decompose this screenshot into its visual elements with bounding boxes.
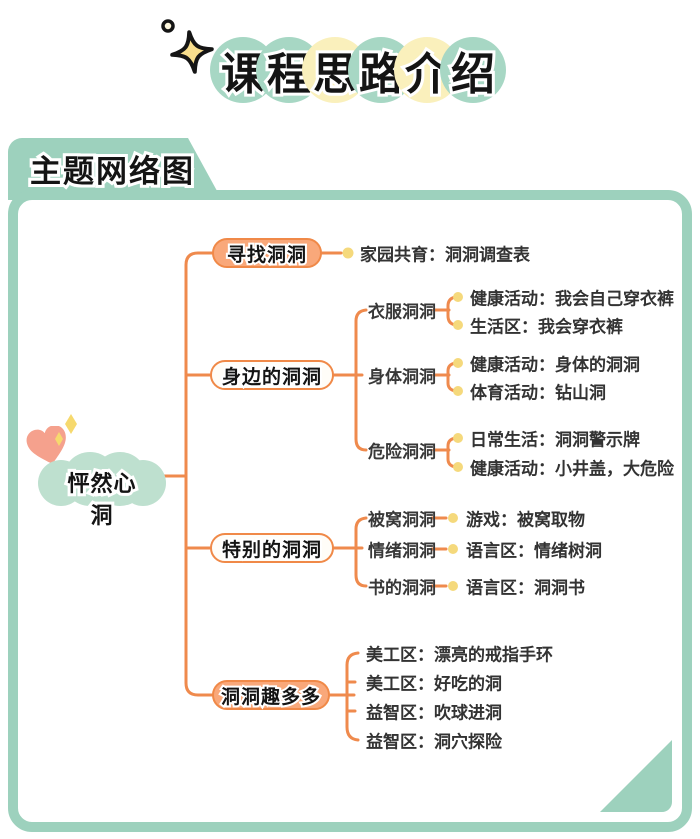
sub-node: 书的洞洞: [368, 578, 436, 599]
section-tab-slant: [188, 138, 222, 200]
leaf-item: 日常生活：洞洞警示牌: [470, 430, 640, 451]
branch-node-1: 寻找洞洞: [212, 238, 322, 268]
branch-node-2: 身边的洞洞: [210, 360, 334, 390]
folded-corner: [600, 740, 672, 812]
leaf-item: 家园共育：洞洞调查表: [360, 245, 530, 266]
leaf-item: 健康活动：小井盖，大危险: [470, 459, 674, 480]
root-cloud: [120, 460, 166, 506]
sparkle-icon: [161, 19, 214, 74]
leaf-item: 生活区：我会穿衣裤: [470, 317, 623, 338]
branch-node-3: 特别的洞洞: [210, 533, 334, 563]
section-tab: [8, 138, 188, 200]
leaf-item: 语言区：洞洞书: [466, 578, 585, 599]
page-title: 课 程 思 路 介 绍: [210, 37, 506, 103]
leaf-item: 美工区：漂亮的戒指手环: [366, 645, 553, 666]
sub-node: 危险洞洞: [368, 442, 436, 463]
sub-node: 被窝洞洞: [368, 510, 436, 531]
leaf-item: 健康活动：我会自己穿衣裤: [470, 289, 674, 310]
leaf-item: 游戏：被窝取物: [466, 510, 585, 531]
leaf-item: 益智区：吹球进洞: [366, 703, 502, 724]
leaf-item: 语言区：情绪树洞: [466, 541, 602, 562]
root-node: 怦然心洞: [64, 469, 138, 532]
sparkle-small-icon: [55, 414, 77, 446]
branch-node-4: 洞洞趣多多: [212, 680, 330, 710]
sub-node: 身体洞洞: [368, 367, 436, 388]
leaf-item: 体育活动：钻山洞: [470, 383, 606, 404]
heart-icon: [26, 426, 66, 465]
leaf-item: 健康活动：身体的洞洞: [470, 355, 640, 376]
leaf-item: 益智区：洞穴探险: [366, 732, 502, 753]
section-tab-label: 主题网络图: [27, 151, 196, 193]
sub-node: 情绪洞洞: [368, 541, 436, 562]
title-char: 绍: [440, 37, 506, 103]
leaf-item: 美工区：好吃的洞: [366, 674, 502, 695]
sub-node: 衣服洞洞: [368, 302, 436, 323]
